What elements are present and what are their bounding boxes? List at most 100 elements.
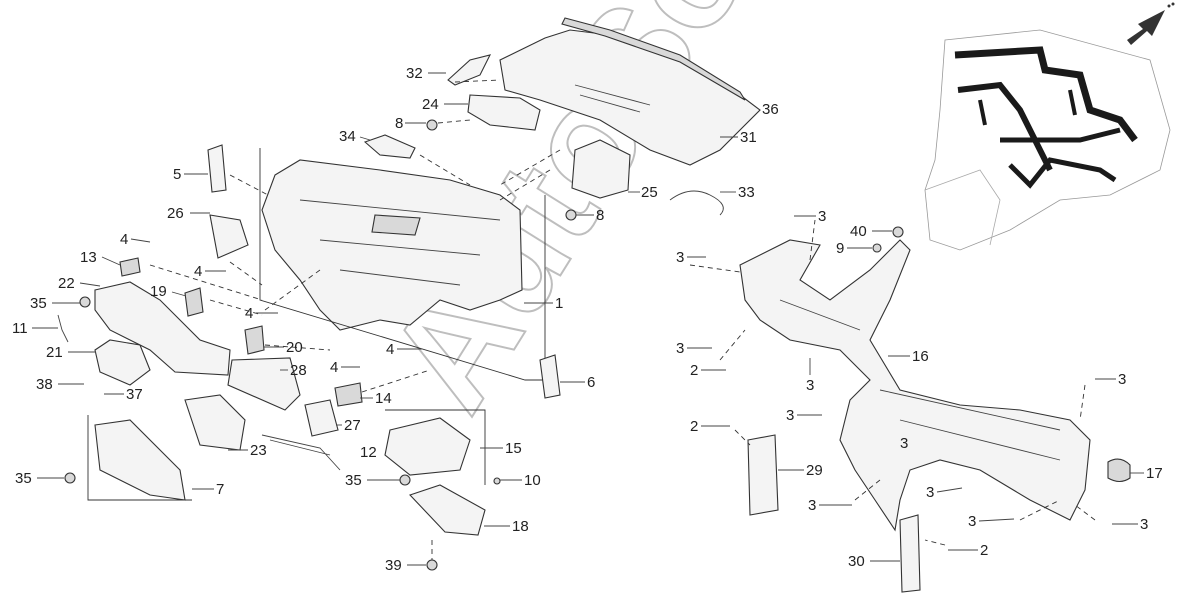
part-5 xyxy=(207,144,227,193)
part-8-nut xyxy=(426,119,438,131)
callout-17: 17 xyxy=(1146,465,1163,482)
part-30-bracket xyxy=(899,514,921,593)
part-33 xyxy=(669,190,724,216)
callout-4-d: 4 xyxy=(386,341,394,358)
callout-15: 15 xyxy=(505,440,522,457)
callout-37: 37 xyxy=(126,386,143,403)
callout-20: 20 xyxy=(286,339,303,356)
callout-1: 1 xyxy=(555,295,563,312)
callout-2-b: 2 xyxy=(690,418,698,435)
callout-3-b: 3 xyxy=(676,249,684,266)
part-7-lower-panel xyxy=(94,419,186,501)
part-1-crash-pad xyxy=(261,159,523,331)
part-35-clip-b xyxy=(399,474,411,486)
callout-35-c: 35 xyxy=(15,470,32,487)
callout-12: 12 xyxy=(360,444,377,461)
callout-16: 16 xyxy=(912,348,929,365)
callout-35-b: 35 xyxy=(345,472,362,489)
callout-22: 22 xyxy=(58,275,75,292)
callout-24: 24 xyxy=(422,96,439,113)
callout-3-c: 3 xyxy=(676,340,684,357)
callout-labels: 32 24 8 34 36 31 5 26 25 33 8 4 13 4 22 … xyxy=(12,65,1163,574)
callout-34: 34 xyxy=(339,128,356,145)
part-18-box xyxy=(409,484,486,536)
callout-27: 27 xyxy=(344,417,361,434)
callout-7: 7 xyxy=(216,481,224,498)
callout-38: 38 xyxy=(36,376,53,393)
callout-40: 40 xyxy=(850,223,867,240)
part-27 xyxy=(304,399,339,437)
callout-3-k: 3 xyxy=(1140,516,1148,533)
callout-18: 18 xyxy=(512,518,529,535)
part-14-vent xyxy=(334,382,363,407)
front-direction-arrow-icon xyxy=(1127,2,1175,45)
callout-19: 19 xyxy=(150,283,167,300)
callout-28: 28 xyxy=(290,362,307,379)
part-7-frame xyxy=(87,415,192,501)
callout-3-i: 3 xyxy=(808,497,816,514)
callout-3-f: 3 xyxy=(786,407,794,424)
callout-2-c: 2 xyxy=(980,542,988,559)
callout-11: 11 xyxy=(12,320,28,337)
callout-3-j: 3 xyxy=(968,513,976,530)
part-34 xyxy=(363,134,416,159)
part-39-clip xyxy=(426,559,438,571)
callout-14: 14 xyxy=(375,390,392,407)
callout-4-b: 4 xyxy=(194,263,202,280)
callout-3-h: 3 xyxy=(926,484,934,501)
callout-35-a: 35 xyxy=(30,295,47,312)
callout-9: 9 xyxy=(836,240,844,257)
callout-3-g: 3 xyxy=(900,435,908,452)
part-29-bracket xyxy=(747,434,779,516)
callout-3-d: 3 xyxy=(806,377,814,394)
part-17-bushing xyxy=(1107,458,1131,483)
part-11 xyxy=(57,314,69,343)
callout-25: 25 xyxy=(641,184,658,201)
callout-6: 6 xyxy=(587,374,595,391)
part-16-cross-bar xyxy=(739,239,1091,532)
callout-8-b: 8 xyxy=(596,207,604,224)
part-6 xyxy=(539,354,561,399)
callout-3-e: 3 xyxy=(1118,371,1126,388)
part-10-clip xyxy=(493,477,501,485)
callout-8-a: 8 xyxy=(395,115,403,132)
callout-5: 5 xyxy=(173,166,181,183)
part-15-glove-box xyxy=(384,409,486,485)
callout-39: 39 xyxy=(385,557,402,574)
callout-21: 21 xyxy=(46,344,63,361)
part-26 xyxy=(209,214,249,259)
part-32 xyxy=(447,54,492,86)
callout-31: 31 xyxy=(740,129,757,146)
callout-26: 26 xyxy=(167,205,184,222)
part-31-upper-cover xyxy=(499,17,761,166)
callout-13: 13 xyxy=(80,249,97,266)
part-21 xyxy=(94,339,151,386)
crash-pad-frame xyxy=(259,148,546,381)
callout-23: 23 xyxy=(250,442,267,459)
callout-32: 32 xyxy=(406,65,423,82)
part-24 xyxy=(467,94,541,131)
callout-10: 10 xyxy=(524,472,541,489)
callout-33: 33 xyxy=(738,184,755,201)
part-20-vent xyxy=(244,325,265,355)
callout-3-a: 3 xyxy=(818,208,826,225)
part-35-clip-a xyxy=(79,296,91,308)
part-35-clip-c xyxy=(64,472,76,484)
callout-4-e: 4 xyxy=(330,359,338,376)
callout-30: 30 xyxy=(848,553,865,570)
vehicle-inset xyxy=(924,29,1171,251)
callout-4-c: 4 xyxy=(245,305,253,322)
part-25 xyxy=(571,139,631,199)
callout-36: 36 xyxy=(762,101,779,118)
part-13-vent xyxy=(119,257,141,277)
part-23-trim xyxy=(184,394,246,451)
assembly-dashed-lines xyxy=(149,79,1096,560)
callout-29: 29 xyxy=(806,462,823,479)
part-22-fascia xyxy=(94,281,231,376)
callout-2-a: 2 xyxy=(690,362,698,379)
part-8-nut-b xyxy=(565,209,577,221)
part-19-vent xyxy=(184,287,204,317)
part-28-panel xyxy=(227,357,301,411)
part-9-nut xyxy=(872,243,882,253)
